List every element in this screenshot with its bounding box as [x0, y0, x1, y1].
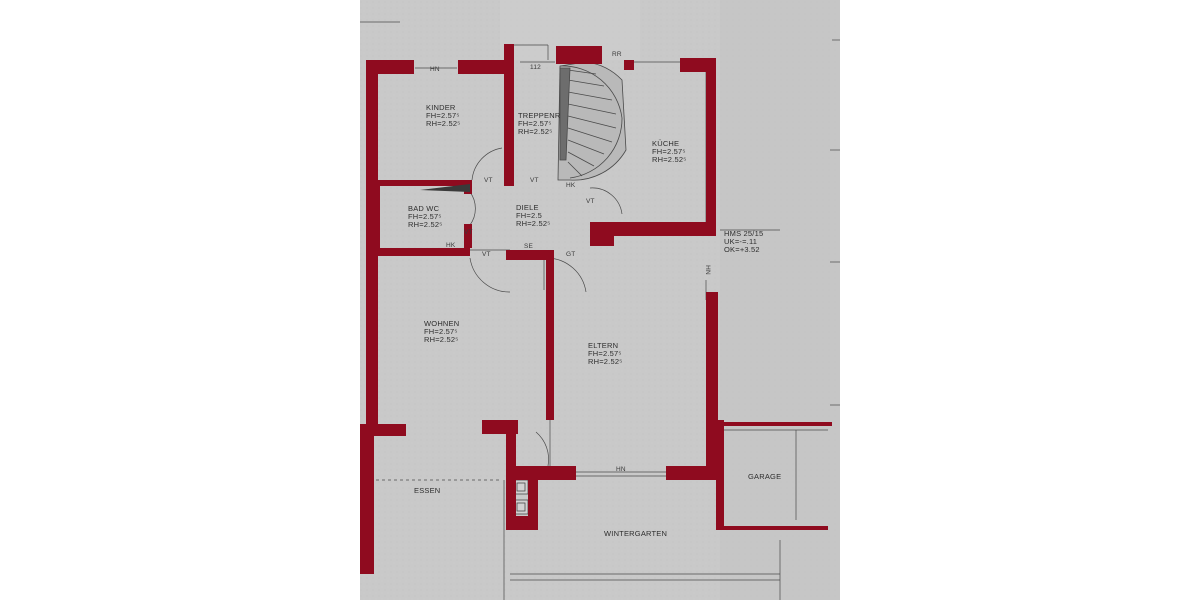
room-rh-bad: RH=2.52⁵ — [408, 220, 443, 229]
wall-top-left — [368, 60, 414, 74]
door-arc-kitchen — [589, 187, 623, 215]
wall-right-outer — [706, 58, 716, 232]
label-wintergarten: WINTERGARTEN — [604, 529, 668, 538]
beam-annotation: HMS 25/15 UK=-=.11 OK=+3.52 — [724, 230, 763, 254]
room-kueche: KÜCHE FH=2.57⁵ RH=2.52⁵ — [652, 140, 687, 164]
mark-dim-112: 112 — [530, 64, 541, 71]
mark-se: SE — [524, 243, 534, 250]
wall-eltern-bottom-right — [666, 466, 718, 480]
wall-top-kinder-right — [458, 60, 504, 74]
beam-line-2: UK=-=.11 — [724, 237, 758, 246]
wall-stair-top — [556, 46, 602, 64]
mark-hn-right: HN — [703, 265, 711, 275]
room-name-treppe: TREPPENR — [518, 111, 561, 120]
room-bad: BAD WC FH=2.57⁵ RH=2.52⁵ — [408, 205, 443, 229]
room-rh-kinder: RH=2.52⁵ — [426, 119, 461, 128]
wall-left-lower — [360, 424, 374, 574]
door-arc-kinder — [471, 147, 503, 181]
floor-plan-sheet: KINDER FH=2.57⁵ RH=2.52⁵ TREPPENR FH=2.5… — [360, 0, 840, 600]
wall-left-stub — [374, 424, 406, 436]
bath-wedge — [420, 184, 470, 192]
wall-garage-left — [716, 420, 724, 530]
room-diele: DIELE FH=2.5 RH=2.52⁵ — [516, 204, 551, 228]
garage-outline — [718, 422, 832, 530]
spiral-staircase — [557, 61, 627, 181]
floor-plan-drawing — [360, 0, 840, 600]
wall-chimney-top — [506, 466, 576, 480]
wall-top-right — [680, 58, 714, 72]
label-essen: ESSEN — [414, 486, 441, 495]
wall-bad-bottom — [374, 248, 470, 256]
mark-hk-bad: HK — [446, 242, 456, 249]
beam-line-3: OK=+3.52 — [724, 245, 760, 254]
room-rh-kueche: RH=2.52⁵ — [652, 155, 687, 164]
mark-rr: RR — [612, 51, 622, 58]
room-name-kinder: KINDER — [426, 103, 456, 112]
room-rh-wohnen: RH=2.52⁵ — [424, 335, 459, 344]
mark-vt-bad: VT — [464, 229, 473, 236]
room-fh-bad: FH=2.57⁵ — [408, 212, 442, 221]
room-rh-treppe: RH=2.52⁵ — [518, 127, 553, 136]
wall-eltern-right — [706, 292, 718, 476]
label-garage: GARAGE — [748, 472, 782, 481]
wall-left-outer — [366, 60, 378, 436]
room-fh-kueche: FH=2.57⁵ — [652, 147, 686, 156]
walls — [360, 44, 724, 574]
mark-hn-top: HN — [430, 66, 440, 73]
door-arc-wc — [535, 431, 549, 467]
room-kinder: KINDER FH=2.57⁵ RH=2.52⁵ — [426, 104, 461, 128]
door-arc-wohnen — [469, 257, 511, 293]
door-arc-bad — [469, 191, 476, 226]
room-name-bad: BAD WC — [408, 204, 440, 213]
room-name-eltern: ELTERN — [588, 341, 619, 350]
room-treppe: TREPPENR FH=2.57⁵ RH=2.52⁵ — [518, 112, 560, 136]
wall-bad-inner — [374, 186, 380, 250]
wall-bad-door-stub — [464, 224, 472, 248]
mark-vt-wohnen: VT — [482, 251, 491, 258]
wall-kitchen-bottom — [590, 222, 716, 236]
wall-stair-left — [504, 44, 514, 186]
wall-chimney-bottom — [506, 516, 538, 530]
mark-gt: GT — [566, 251, 576, 258]
room-name-wohnen: WOHNEN — [424, 319, 460, 328]
wall-kinder-bad — [378, 180, 472, 186]
wall-kitchen-stub-2 — [598, 236, 614, 246]
room-fh-diele: FH=2.5 — [516, 211, 543, 220]
room-wohnen: WOHNEN FH=2.57⁵ RH=2.52⁵ — [424, 320, 459, 344]
mark-hk-stair: HK — [566, 182, 576, 189]
wall-chimney-right — [528, 466, 538, 530]
room-eltern: ELTERN FH=2.57⁵ RH=2.52⁵ — [588, 342, 623, 366]
room-name-kueche: KÜCHE — [652, 139, 680, 148]
wall-diele-bottom — [506, 250, 554, 260]
room-fh-treppe: FH=2.57⁵ — [518, 119, 552, 128]
beam-line-1: HMS 25/15 — [724, 229, 764, 238]
room-fh-eltern: FH=2.57⁵ — [588, 349, 622, 358]
room-rh-diele: RH=2.52⁵ — [516, 219, 551, 228]
room-fh-kinder: FH=2.57⁵ — [426, 111, 460, 120]
room-rh-eltern: RH=2.52⁵ — [588, 357, 623, 366]
wall-wohnen-eltern — [546, 250, 554, 420]
room-name-diele: DIELE — [516, 203, 539, 212]
paper-tone-patch-2 — [720, 0, 840, 600]
wall-kitchen-stub — [590, 222, 598, 246]
wall-top-kitchen-stub — [624, 60, 634, 70]
mark-vt-stair: VT — [530, 177, 539, 184]
mark-vt-kinder: VT — [484, 177, 493, 184]
mark-hn-bottom: HN — [616, 466, 626, 473]
mark-vt-diele: VT — [586, 198, 595, 205]
room-fh-wohnen: FH=2.57⁵ — [424, 327, 458, 336]
